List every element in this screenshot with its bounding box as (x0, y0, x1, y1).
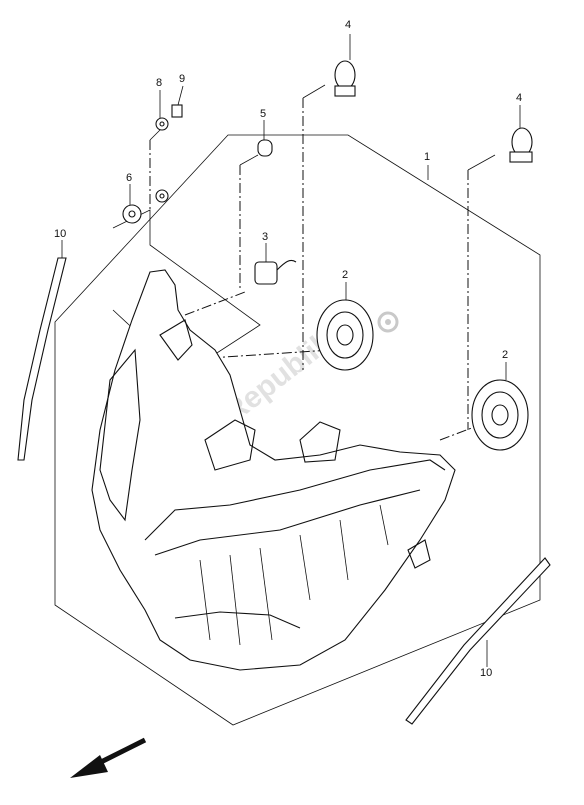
mount-bracket (204, 419, 256, 471)
lens-lower-lip (174, 611, 301, 629)
front-direction-arrow-icon (70, 737, 147, 778)
lens-inner-edge (154, 489, 421, 556)
side-reflector (99, 348, 141, 522)
lens-rib-4 (299, 534, 311, 601)
callout-2a: 2 (342, 269, 348, 281)
leader-socket-3 (184, 291, 246, 316)
lens-rib-2 (229, 554, 241, 646)
leader-socket-2a (209, 349, 331, 359)
callout-6: 6 (126, 172, 132, 184)
callout-10b: 10 (480, 667, 492, 679)
leader-bulb-5-stub (239, 154, 259, 166)
leader-bulb-left-stub (302, 84, 326, 99)
headlamp-housing (91, 269, 456, 671)
callout-3: 3 (262, 231, 268, 243)
callout-numbers: 4 4 1 2 2 3 5 6 8 9 10 10 (54, 19, 522, 679)
callout-8: 8 (156, 77, 162, 89)
leader-bulb-right-stub (467, 154, 496, 171)
lens-rib-6 (379, 504, 389, 546)
assembly-frame (54, 134, 541, 726)
trim-strip-left (17, 257, 67, 461)
mount-tab (299, 421, 341, 463)
callout-4a: 4 (345, 19, 351, 31)
washer-lower (155, 189, 169, 203)
socket-cover-left (316, 299, 374, 371)
position-bulb (257, 139, 273, 157)
lens-top-edge (144, 459, 446, 541)
socket-wire (276, 259, 297, 271)
adjuster-screw (407, 539, 431, 569)
nut (171, 104, 183, 118)
callout-10a: 10 (54, 228, 66, 240)
callout-9: 9 (179, 73, 185, 85)
gear-icon (377, 311, 399, 333)
socket-cover-right (471, 379, 529, 451)
lens-rib-1 (199, 559, 211, 641)
leader-socket-2b (439, 417, 499, 441)
headlamp-assembly (91, 269, 456, 671)
lens-rib-3 (259, 547, 273, 641)
callout-1: 1 (424, 151, 430, 163)
grommet (122, 204, 142, 224)
leader-lines (149, 84, 499, 441)
bulb-right (509, 127, 533, 163)
callout-4b: 4 (516, 92, 522, 104)
callout-2b: 2 (502, 349, 508, 361)
bulb-left (334, 60, 356, 97)
callout-leaders (61, 34, 521, 667)
washer-upper (155, 117, 169, 131)
callout-5: 5 (260, 108, 266, 120)
side-mount (159, 319, 193, 361)
bulb-socket (254, 259, 297, 285)
lens-rib-5 (339, 519, 349, 581)
trim-strip-right (405, 557, 551, 725)
frame-outline (54, 134, 541, 726)
